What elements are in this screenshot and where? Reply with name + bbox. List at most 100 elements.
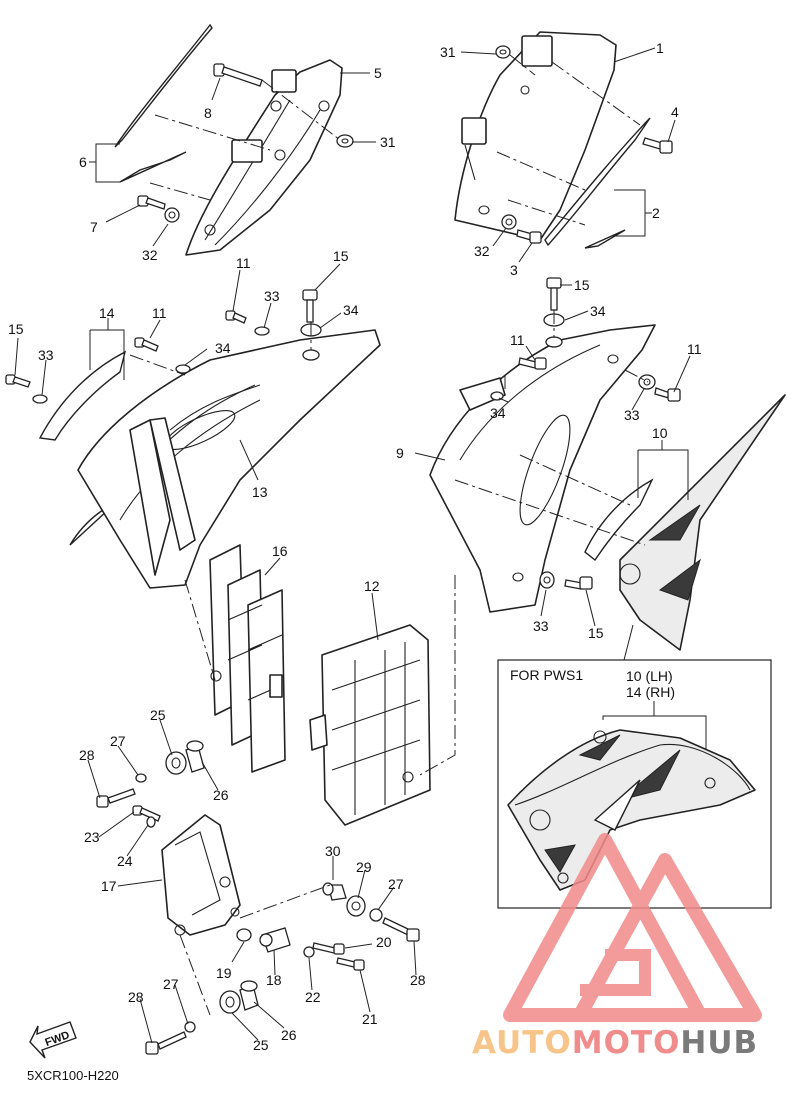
bracket-18 bbox=[259, 927, 291, 953]
part-12-radiator-guard-right bbox=[309, 624, 431, 826]
collar-32-left bbox=[164, 207, 180, 223]
part-9-radiator-shroud-right bbox=[429, 324, 656, 613]
bolt-4 bbox=[642, 137, 673, 154]
washer-31-right bbox=[495, 45, 511, 59]
bolt-28-upper bbox=[96, 788, 136, 808]
collar-32-right bbox=[501, 214, 517, 230]
collar-25-upper bbox=[165, 751, 187, 775]
callout-29: 29 bbox=[356, 859, 372, 875]
collar-30 bbox=[322, 882, 347, 901]
callout-34-left: 34 bbox=[215, 340, 231, 356]
variant-shroud-illustration bbox=[507, 729, 756, 891]
washer-33-a bbox=[254, 326, 270, 336]
callout-32-right: 32 bbox=[474, 243, 490, 259]
callout-9: 9 bbox=[396, 445, 404, 461]
callout-27-lower: 27 bbox=[163, 976, 179, 992]
bolt-3 bbox=[516, 229, 542, 244]
washer-27-lower bbox=[184, 1021, 196, 1033]
callout-15-left: 15 bbox=[8, 321, 24, 337]
part-1-side-cover-right bbox=[454, 31, 617, 241]
callout-11-d: 11 bbox=[687, 341, 702, 357]
collar-26-lower bbox=[239, 980, 259, 1011]
callout-2: 2 bbox=[652, 205, 660, 221]
part-6-decal-set bbox=[114, 23, 213, 183]
callout-34-center: 34 bbox=[343, 302, 359, 318]
callout-18: 18 bbox=[266, 972, 282, 988]
variant-box-line2: 14 (RH) bbox=[626, 684, 675, 700]
part-13-radiator-shroud-left bbox=[77, 329, 381, 589]
callout-33-left: 33 bbox=[38, 347, 54, 363]
variant-box-line1: 10 (LH) bbox=[626, 668, 673, 684]
callout-34-right-small: 34 bbox=[490, 405, 506, 421]
bolt-28-right bbox=[382, 917, 420, 942]
callout-26-upper: 26 bbox=[213, 787, 229, 803]
watermark-text: AUTOMOTOHUB bbox=[472, 1025, 758, 1061]
callout-21: 21 bbox=[362, 1011, 378, 1027]
callout-28-upper: 28 bbox=[79, 747, 95, 763]
callout-24: 24 bbox=[117, 853, 133, 869]
callout-11-a: 11 bbox=[236, 255, 251, 271]
callout-15-center: 15 bbox=[333, 248, 349, 264]
bolt-15-center bbox=[302, 289, 318, 323]
bolt-7 bbox=[137, 195, 166, 210]
callout-22: 22 bbox=[305, 989, 321, 1005]
bolt-15-bottom bbox=[564, 576, 593, 590]
washer-33-bottom bbox=[539, 571, 555, 589]
callout-3: 3 bbox=[510, 262, 518, 278]
callout-numbers: 1 4 2 31 32 3 5 31 8 6 7 32 15 34 11 33 … bbox=[8, 40, 702, 1053]
collar-25-lower bbox=[219, 990, 241, 1014]
washer-34-left bbox=[175, 364, 191, 374]
part-10-shroud-decal bbox=[584, 394, 786, 651]
bolt-11-c bbox=[518, 357, 547, 370]
part-5-side-cover-left bbox=[185, 59, 343, 256]
callout-28-right: 28 bbox=[410, 972, 426, 988]
variant-box: FOR PWS1 10 (LH) 14 (RH) bbox=[497, 624, 772, 909]
washer-27-right bbox=[369, 908, 383, 922]
callout-6: 6 bbox=[79, 154, 87, 170]
callout-15-bottom: 15 bbox=[588, 625, 604, 641]
callout-17: 17 bbox=[101, 878, 117, 894]
callout-33-right: 33 bbox=[624, 407, 640, 423]
callout-19: 19 bbox=[216, 965, 232, 981]
callout-32-left: 32 bbox=[142, 247, 158, 263]
callout-16: 16 bbox=[272, 543, 288, 559]
callout-27-upper: 27 bbox=[110, 733, 126, 749]
bolt-21 bbox=[336, 957, 365, 971]
callout-10: 10 bbox=[652, 425, 668, 441]
washer-33-left bbox=[32, 394, 48, 404]
callout-33-bottom: 33 bbox=[533, 618, 549, 634]
washer-22 bbox=[303, 946, 315, 958]
callout-1: 1 bbox=[656, 40, 664, 56]
watermark-part-hub: HUB bbox=[680, 1025, 758, 1061]
part-16-radiator-guard-left bbox=[209, 544, 286, 773]
washer-27-upper bbox=[135, 773, 147, 783]
collar-26-upper bbox=[185, 740, 205, 773]
bolt-8 bbox=[213, 63, 263, 87]
watermark-part-moto: MOTO bbox=[572, 1025, 681, 1061]
bolt-20 bbox=[312, 942, 345, 955]
callout-5: 5 bbox=[374, 65, 382, 81]
callout-27-right: 27 bbox=[388, 876, 404, 892]
callout-25-upper: 25 bbox=[150, 707, 166, 723]
variant-box-title: FOR PWS1 bbox=[510, 667, 583, 683]
bolt-15-left bbox=[5, 374, 31, 388]
part-2-decal-set bbox=[544, 117, 651, 249]
callout-7: 7 bbox=[90, 219, 98, 235]
bolt-15-right-top bbox=[546, 277, 562, 311]
bolt-11-a bbox=[225, 310, 247, 324]
callout-11-c: 11 bbox=[510, 332, 525, 348]
leader-lines bbox=[14, 47, 691, 1044]
callout-4: 4 bbox=[671, 104, 679, 120]
diagram-code: 5XCR100-H220 bbox=[27, 1068, 119, 1083]
callout-31-left: 31 bbox=[380, 134, 396, 150]
callout-11-b: 11 bbox=[152, 305, 167, 321]
assembly-lines bbox=[129, 54, 649, 1016]
watermark-part-auto: AUTO bbox=[472, 1025, 572, 1061]
callout-8: 8 bbox=[204, 105, 212, 121]
fwd-direction-arrow: FWD bbox=[29, 1021, 77, 1059]
callout-30: 30 bbox=[325, 843, 341, 859]
watermark-logo bbox=[503, 833, 762, 1022]
callout-28-lower: 28 bbox=[128, 989, 144, 1005]
bolt-23 bbox=[132, 805, 161, 822]
